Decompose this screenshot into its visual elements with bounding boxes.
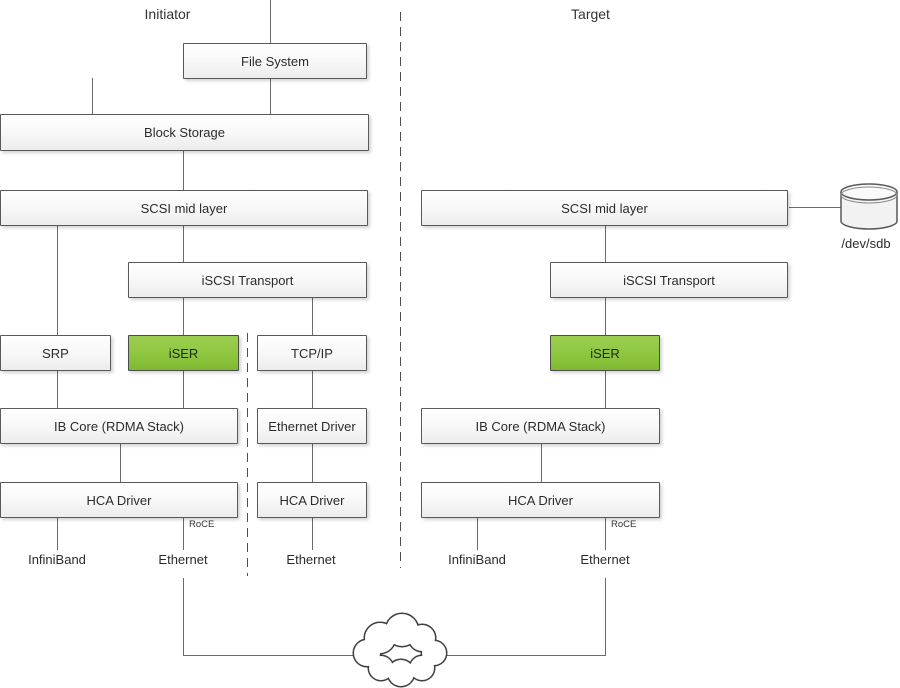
connector-disk xyxy=(789,207,841,208)
connector xyxy=(57,226,58,335)
port-label-ethernet-tcp: Ethernet xyxy=(286,552,336,567)
connector xyxy=(312,371,313,408)
connector xyxy=(183,226,184,262)
network-cloud-icon xyxy=(352,612,448,688)
section-title-target: Target xyxy=(571,6,610,22)
box-hca-driver-ethernet: HCA Driver xyxy=(257,482,367,518)
box-block-storage: Block Storage xyxy=(0,114,369,151)
connector xyxy=(120,444,121,482)
box-iser-initiator: iSER xyxy=(128,335,239,371)
box-ib-core-target: IB Core (RDMA Stack) xyxy=(421,408,660,444)
box-iscsi-transport-target: iSCSI Transport xyxy=(550,262,788,298)
connector xyxy=(541,444,542,482)
port-label-infiniband-target: InfiniBand xyxy=(448,552,506,567)
connector xyxy=(477,518,478,550)
separator-initiator-target xyxy=(400,12,401,568)
connector xyxy=(605,371,606,408)
port-label-ethernet-initiator: Ethernet xyxy=(158,552,208,567)
box-hca-driver-target: HCA Driver xyxy=(421,482,660,518)
section-title-initiator: Initiator xyxy=(144,6,191,22)
connector xyxy=(270,79,271,114)
box-file-system: File System xyxy=(183,43,367,79)
port-label-ethernet-target: Ethernet xyxy=(580,552,630,567)
connector xyxy=(183,655,357,656)
connector xyxy=(312,298,313,335)
box-srp: SRP xyxy=(0,335,111,371)
connector xyxy=(443,655,605,656)
separator-rdma-tcp xyxy=(247,333,248,576)
connector xyxy=(183,371,184,408)
box-ib-core-initiator: IB Core (RDMA Stack) xyxy=(0,408,238,444)
connector xyxy=(605,518,606,550)
connector xyxy=(312,444,313,482)
disk-label: /dev/sdb xyxy=(841,236,891,251)
connector xyxy=(183,518,184,550)
connector xyxy=(605,578,606,656)
box-scsi-mid-layer-initiator: SCSI mid layer xyxy=(0,190,368,226)
connector xyxy=(270,0,271,43)
connector xyxy=(312,518,313,550)
box-scsi-mid-layer-target: SCSI mid layer xyxy=(421,190,788,226)
roce-label-target: RoCE xyxy=(611,519,637,530)
connector xyxy=(605,298,606,335)
disk-cylinder-icon xyxy=(840,183,898,230)
connector xyxy=(92,78,93,114)
roce-label-initiator: RoCE xyxy=(189,519,215,530)
box-tcp-ip: TCP/IP xyxy=(257,335,367,371)
connector xyxy=(183,151,184,190)
connector xyxy=(605,226,606,262)
box-ethernet-driver: Ethernet Driver xyxy=(257,408,367,444)
connector xyxy=(57,518,58,550)
connector xyxy=(183,578,184,656)
box-hca-driver-initiator: HCA Driver xyxy=(0,482,238,518)
box-iscsi-transport-initiator: iSCSI Transport xyxy=(128,262,367,298)
box-iser-target: iSER xyxy=(550,335,660,371)
connector xyxy=(57,371,58,408)
port-label-infiniband-initiator: InfiniBand xyxy=(28,552,86,567)
connector xyxy=(183,298,184,335)
